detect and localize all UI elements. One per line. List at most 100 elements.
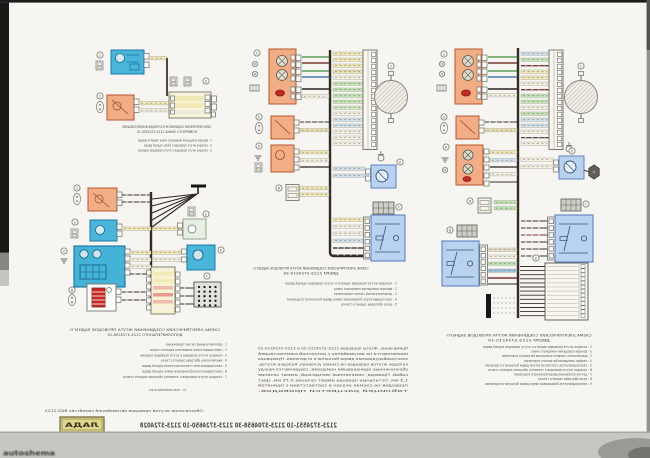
wire-band [520,69,550,74]
relay-module [554,214,594,263]
pin [364,245,370,252]
pin [133,98,140,105]
motor [377,171,387,181]
wire-band [301,94,330,99]
pin [580,280,586,285]
pin [371,75,377,81]
bulb [463,70,473,80]
table-surface [0,433,650,458]
relay-pin-strip [479,244,488,286]
connector-bar-icon [436,84,447,92]
index-badge-number: 1 [580,64,582,68]
pin [177,222,183,229]
connector-dot [214,304,217,307]
connector-dot [197,304,201,307]
pin [364,252,370,258]
red-element [462,176,472,182]
pin [557,123,563,129]
pin [371,105,377,111]
pin [146,283,152,290]
pin [211,95,217,103]
connector-dot [197,295,201,298]
lamp-icon [439,71,445,77]
pin [557,129,563,135]
pin [480,253,486,259]
connector-oval-icon [255,122,263,134]
component-detail [92,192,110,208]
pin [476,93,482,100]
pin [548,232,554,238]
pin [480,272,486,278]
wire-band [299,186,330,191]
pin [295,61,302,68]
note-paragraph-line: применяются на автомобилях с различной к… [257,351,408,356]
note-paragraph-line: колодок жгутов проводов на схемах условн… [258,361,408,366]
pin [146,290,152,297]
wire-band [175,96,203,101]
wire-band [299,192,330,197]
connector-dot [203,285,206,289]
fan-wire [151,193,198,207]
pin [293,164,300,171]
index-badge-number: 5 [571,149,573,153]
note-paragraph-line: Примечание. Жгуты проводов 2123-3724210-… [257,346,408,351]
index-badge-number: 6 [277,186,280,190]
pin [175,271,181,278]
wire-band [487,261,518,266]
pin [580,276,586,281]
wire-band [520,105,550,110]
wire-band [153,286,173,290]
pin [483,156,490,163]
wire-band [152,250,182,255]
pin [290,93,296,100]
pin [175,285,181,292]
pin [480,246,486,252]
legend-item: 1 - фонари освещения номерного знака лев… [138,139,212,143]
pin [116,223,123,230]
fan-wire [151,193,198,214]
connector-dot [214,285,217,289]
bulb [463,56,473,66]
pin [478,119,485,126]
wire-band [153,279,173,283]
component-detail [94,194,104,204]
index-badge [532,254,540,262]
relay-circuit [581,235,588,242]
index-badge-number: 7 [398,205,400,209]
wire-band [299,158,330,163]
pin [364,239,370,245]
connector-dot [208,290,212,293]
pin [175,299,181,306]
pin [371,123,377,129]
fan-wire [151,193,198,200]
pin [481,54,488,61]
photo-right-edge [646,0,650,50]
bulb [277,70,287,80]
index-badge-number: 5 [63,249,65,253]
legend-item: 1 - колодка жгута проводов заднего к жгу… [285,282,397,286]
pin [295,54,302,61]
wire-band [153,293,173,297]
connector-dot [203,304,206,307]
pin [146,276,152,283]
index-badge [442,143,450,151]
legend-item: 2 - колодка жгута проводов к блоку задне… [144,144,212,148]
pin [481,75,488,82]
index-badge-number: 5 [399,160,401,164]
pin [476,54,482,61]
inline-connector [479,206,490,211]
cluster-pin [578,71,584,76]
pin [548,239,554,245]
lamp-icon [252,71,258,77]
index-badge [440,113,448,121]
pin [483,164,490,171]
inline-connector [477,197,492,214]
lamp-icon [442,167,448,173]
connector-oval-icon [71,296,73,299]
connector-dot [208,299,212,302]
diagram-title: СХЕМА ЭЛЕКТРИЧЕСКИХ СОЕДИНЕНИЙ ЖГУТА ПРО… [253,266,368,271]
index-badge-number: 6 [468,199,471,203]
bulb [275,150,285,160]
index-badge [275,184,283,192]
pin [364,232,370,238]
